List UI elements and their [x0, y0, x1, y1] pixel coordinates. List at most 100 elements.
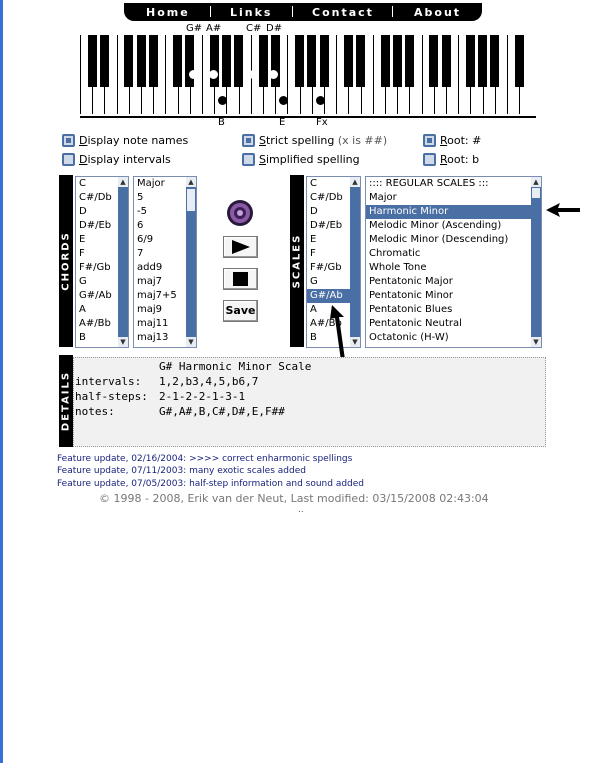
chord-type-item[interactable]: -5	[137, 206, 147, 217]
chord-type-item[interactable]: 6/9	[137, 234, 154, 245]
play-button[interactable]	[223, 236, 258, 258]
scroll-down-icon[interactable]: ▼	[186, 337, 196, 347]
chord-root-item[interactable]: C#/Db	[79, 192, 112, 203]
black-key[interactable]	[209, 35, 219, 87]
scale-root-item[interactable]: D#/Eb	[310, 220, 343, 231]
display-intervals-option[interactable]: Display intervals	[62, 153, 171, 166]
black-key[interactable]	[173, 35, 183, 87]
scale-type-item[interactable]: Pentatonic Major	[369, 276, 453, 287]
scale-type-item[interactable]: :::: REGULAR SCALES :::	[369, 178, 489, 189]
chord-type-item[interactable]: maj13	[137, 332, 169, 343]
scale-root-item[interactable]: C#/Db	[310, 192, 343, 203]
chord-type-item[interactable]: 7	[137, 248, 144, 259]
save-button[interactable]: Save	[223, 300, 258, 322]
scrollbar[interactable]: ▲ ▼	[531, 177, 541, 347]
chord-type-item[interactable]: maj11	[137, 318, 169, 329]
radio-icon[interactable]	[62, 134, 75, 147]
scale-type-item[interactable]: Harmonic Minor	[366, 205, 541, 219]
chord-type-item[interactable]: maj7+5	[137, 290, 177, 301]
black-key[interactable]	[404, 35, 414, 87]
scroll-up-icon[interactable]: ▲	[118, 177, 128, 187]
chord-root-item[interactable]: A	[79, 304, 86, 315]
scale-root-item[interactable]: C	[310, 178, 317, 189]
scroll-up-icon[interactable]: ▲	[531, 177, 541, 187]
black-key[interactable]	[87, 35, 97, 87]
scale-root-item[interactable]: B	[310, 332, 317, 343]
scale-type-item[interactable]: Melodic Minor (Ascending)	[369, 220, 502, 231]
strict-spelling-option[interactable]: Strict spelling (x is ##)	[242, 134, 387, 147]
black-key[interactable]	[441, 35, 451, 87]
speaker-icon[interactable]	[226, 199, 254, 227]
stop-button[interactable]	[223, 268, 258, 290]
scroll-thumb[interactable]	[532, 188, 540, 198]
chord-type-item[interactable]: 6	[137, 220, 144, 231]
black-key[interactable]	[356, 35, 366, 87]
scale-type-item[interactable]: Pentatonic Neutral	[369, 318, 462, 329]
scrollbar[interactable]: ▲ ▼	[118, 177, 128, 347]
black-key[interactable]	[380, 35, 390, 87]
scale-type-item[interactable]: Chromatic	[369, 248, 421, 259]
feature-update-link[interactable]: Feature update, 07/05/2003: half-step in…	[57, 479, 365, 489]
black-key[interactable]	[295, 35, 305, 87]
nav-contact[interactable]: Contact	[312, 6, 374, 19]
scroll-up-icon[interactable]: ▲	[350, 177, 360, 187]
scale-type-item[interactable]: Pentatonic Minor	[369, 290, 454, 301]
black-key[interactable]	[429, 35, 439, 87]
scale-type-item[interactable]: Melodic Minor (Descending)	[369, 234, 509, 245]
black-key[interactable]	[490, 35, 500, 87]
black-key[interactable]	[258, 35, 268, 87]
black-key[interactable]	[221, 35, 231, 87]
chord-root-item[interactable]: D#/Eb	[79, 220, 112, 231]
black-key[interactable]	[270, 35, 280, 87]
scale-root-item[interactable]: G	[310, 276, 318, 287]
chord-root-item[interactable]: G	[79, 276, 87, 287]
chord-root-item[interactable]: G#/Ab	[79, 290, 112, 301]
scrollbar[interactable]: ▲ ▼	[350, 177, 360, 347]
scale-root-item[interactable]: D	[310, 206, 318, 217]
black-key[interactable]	[148, 35, 158, 87]
black-key[interactable]	[478, 35, 488, 87]
black-key[interactable]	[465, 35, 475, 87]
feature-update-link[interactable]: Feature update, 07/11/2003: many exotic …	[57, 466, 306, 476]
black-key[interactable]	[392, 35, 402, 87]
scroll-thumb[interactable]	[187, 189, 195, 211]
scale-type-item[interactable]: Pentatonic Blues	[369, 304, 453, 315]
radio-icon[interactable]	[423, 153, 436, 166]
root-sharp-option[interactable]: Root: #	[423, 134, 481, 147]
scale-type-item[interactable]: Octatonic (H-W)	[369, 332, 449, 343]
black-key[interactable]	[319, 35, 329, 87]
nav-home[interactable]: Home	[146, 6, 190, 19]
scale-type-item[interactable]: Whole Tone	[369, 262, 427, 273]
radio-icon[interactable]	[242, 134, 255, 147]
chord-root-item[interactable]: F	[79, 248, 85, 259]
black-key[interactable]	[136, 35, 146, 87]
radio-icon[interactable]	[62, 153, 75, 166]
black-key[interactable]	[514, 35, 524, 87]
chord-root-item[interactable]: F#/Gb	[79, 262, 111, 273]
chord-root-item[interactable]: A#/Bb	[79, 318, 111, 329]
nav-links[interactable]: Links	[230, 6, 273, 19]
piano-keyboard[interactable]	[80, 35, 536, 118]
display-note-names-option[interactable]: Display note names	[62, 134, 188, 147]
chord-root-item[interactable]: E	[79, 234, 86, 245]
radio-icon[interactable]	[423, 134, 436, 147]
chord-type-item[interactable]: 5	[137, 192, 144, 203]
black-key[interactable]	[99, 35, 109, 87]
scale-root-item[interactable]: A#/Bb	[310, 318, 342, 329]
root-flat-option[interactable]: Root: b	[423, 153, 479, 166]
radio-icon[interactable]	[242, 153, 255, 166]
chord-type-item[interactable]: Major	[137, 178, 165, 189]
black-key[interactable]	[307, 35, 317, 87]
scroll-down-icon[interactable]: ▼	[531, 337, 541, 347]
black-key[interactable]	[185, 35, 195, 87]
chord-root-item[interactable]: C	[79, 178, 86, 189]
scroll-down-icon[interactable]: ▼	[350, 337, 360, 347]
simplified-spelling-option[interactable]: Simplified spelling	[242, 153, 360, 166]
black-key[interactable]	[343, 35, 353, 87]
chord-type-item[interactable]: maj9	[137, 304, 163, 315]
black-key[interactable]	[234, 35, 244, 87]
